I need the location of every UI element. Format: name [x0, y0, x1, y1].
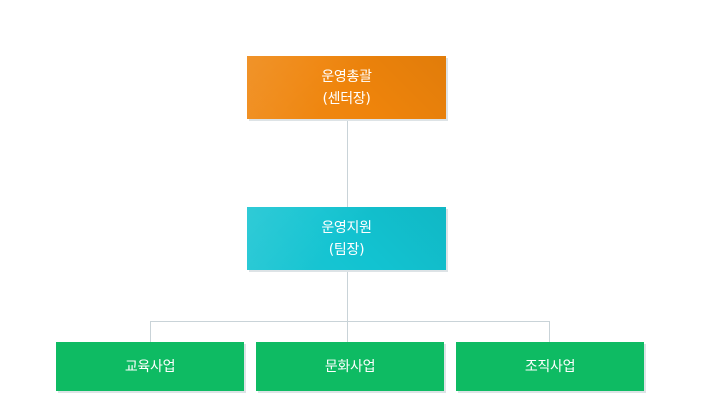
org-node-title: 문화사업 — [324, 358, 376, 375]
org-node-operations-director: 운영총괄 (센터장) — [247, 56, 446, 119]
org-node-title: 조직사업 — [524, 358, 576, 375]
connector-horizontal-bar — [150, 321, 549, 322]
org-node-label: 운영총괄 (센터장) — [321, 66, 372, 110]
org-node-role: (센터장) — [322, 90, 371, 107]
connector-top-to-middle — [347, 119, 348, 207]
connector-to-leaf-center — [347, 321, 348, 342]
org-node-label: 문화사업 — [324, 356, 376, 378]
org-node-operations-support: 운영지원 (팀장) — [247, 207, 446, 270]
org-node-title: 운영지원 — [321, 219, 372, 236]
org-node-label: 운영지원 (팀장) — [321, 217, 372, 261]
org-node-label: 교육사업 — [124, 356, 176, 378]
org-node-title: 운영총괄 — [321, 68, 372, 85]
org-node-title: 교육사업 — [124, 358, 176, 375]
org-node-culture-business: 문화사업 — [256, 342, 444, 391]
org-node-role: (팀장) — [328, 241, 365, 258]
connector-to-leaf-right — [549, 321, 550, 342]
org-node-education-business: 교육사업 — [56, 342, 244, 391]
connector-middle-down — [347, 270, 348, 322]
org-node-organization-business: 조직사업 — [456, 342, 644, 391]
connector-to-leaf-left — [150, 321, 151, 342]
org-node-label: 조직사업 — [524, 356, 576, 378]
